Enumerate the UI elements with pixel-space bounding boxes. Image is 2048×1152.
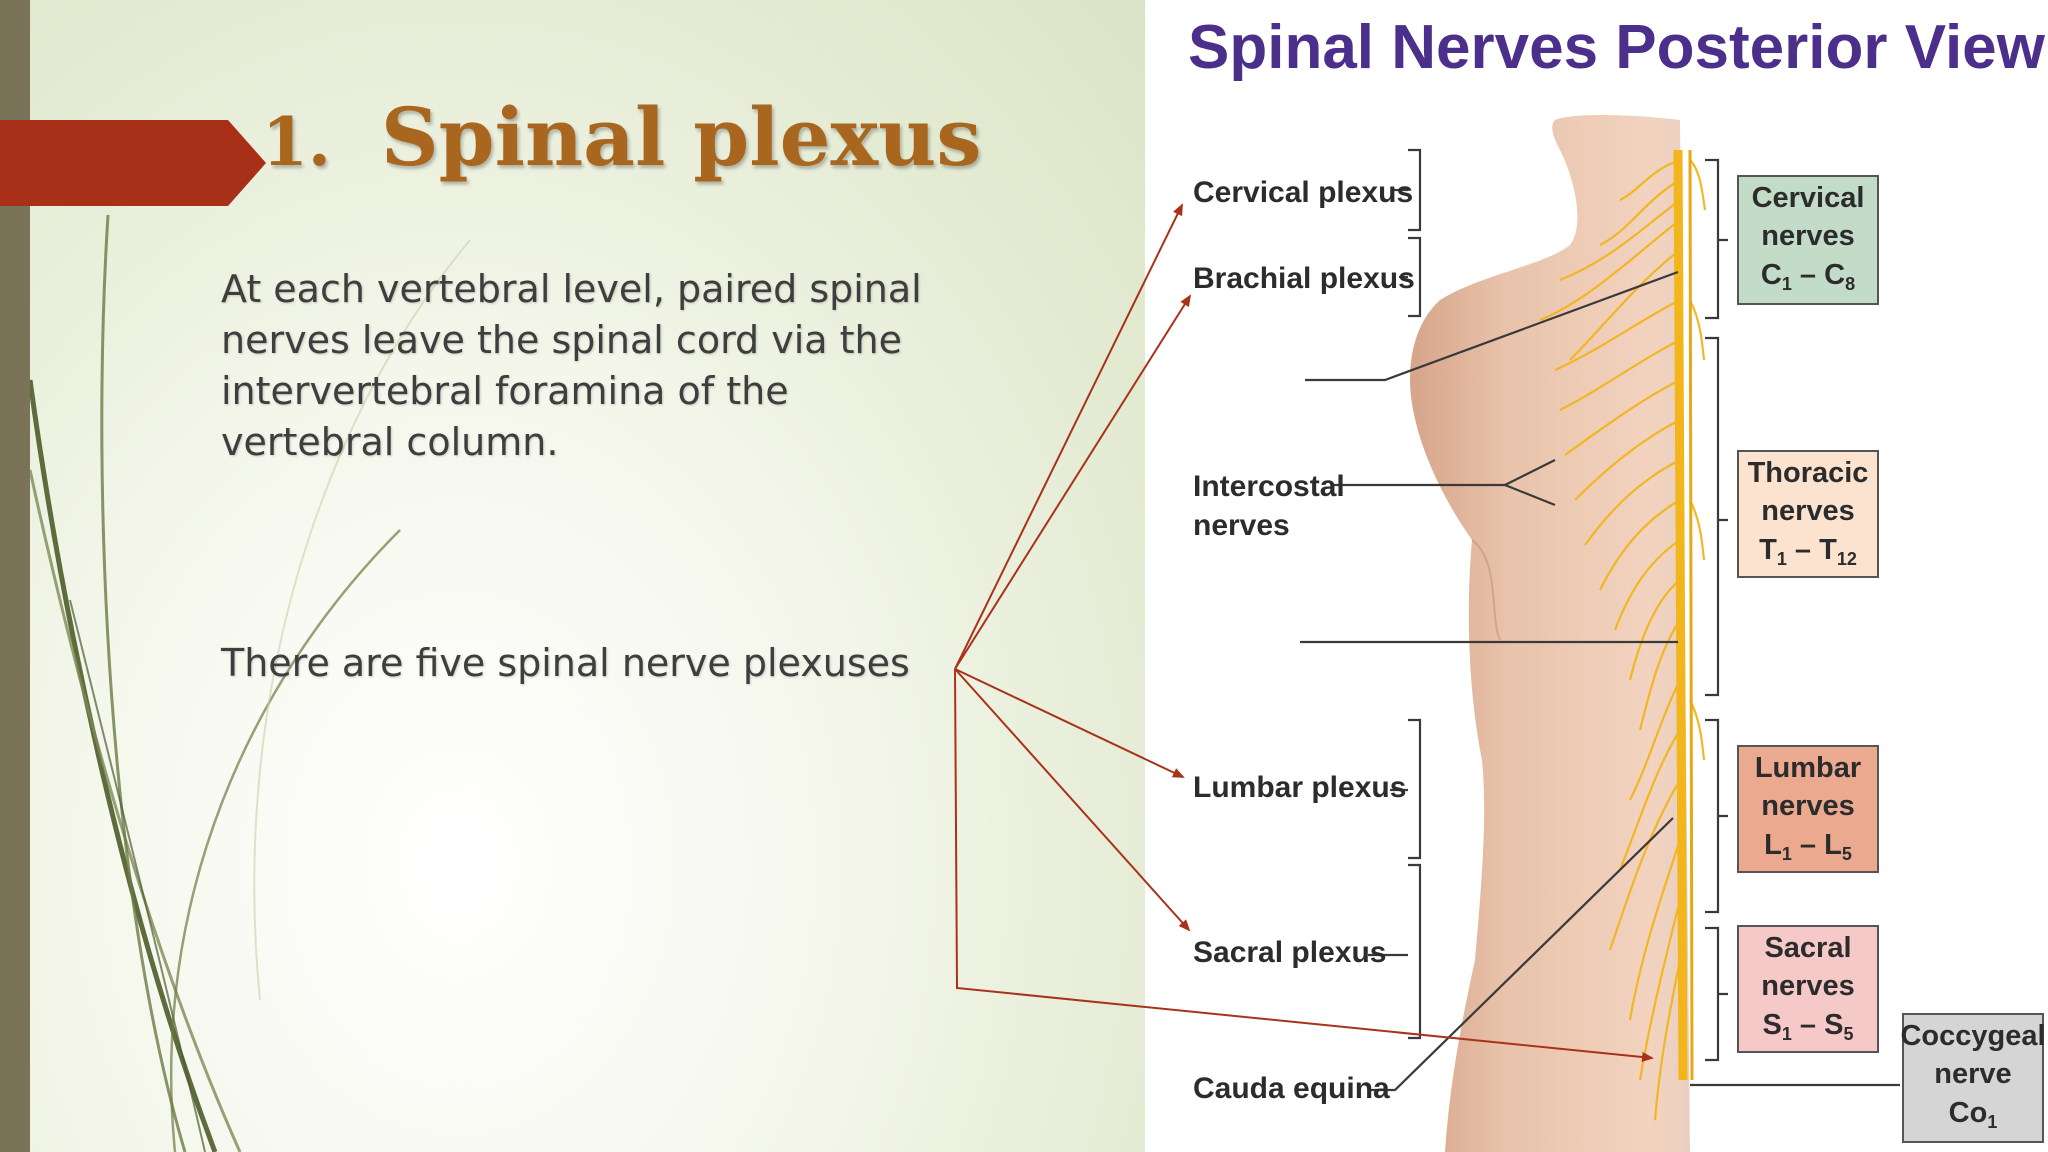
- sacral-box-line1: Sacral: [1764, 932, 1851, 964]
- sacral-box-line2: nerves: [1761, 970, 1855, 1002]
- thoracic-box-range: T1 – T12: [1759, 534, 1857, 569]
- lumbar-box-range: L1 – L5: [1764, 829, 1852, 864]
- title-text: Spinal plexus: [380, 90, 982, 184]
- lumbar-nerves-box: Lumbar nerves L1 – L5: [1737, 745, 1879, 873]
- sacral-box-range: S1 – S5: [1763, 1009, 1854, 1044]
- diagram-svg: Spinal Nerves Posterior View Cervical pl…: [1188, 13, 2046, 1152]
- coccygeal-box-line2: nerve: [1934, 1058, 2011, 1090]
- paragraph-five-plexuses: There are five spinal nerve plexuses: [221, 641, 910, 685]
- decorative-curves: [27, 214, 471, 1152]
- spinal-cord: [1673, 149, 1688, 1081]
- sacral-nerves-box: Sacral nerves S1 – S5: [1737, 925, 1879, 1053]
- thoracic-box-line2: nerves: [1761, 495, 1855, 527]
- label-intercostal: Intercostal: [1193, 470, 1345, 503]
- cervical-box-line1: Cervical: [1752, 182, 1865, 214]
- label-sacral-plexus: Sacral plexus: [1193, 936, 1386, 969]
- paragraph-vertebral-level: At each vertebral level, paired spinal n…: [221, 267, 922, 464]
- label-intercostal-nerves: nerves: [1193, 509, 1290, 542]
- label-brachial-plexus: Brachial plexus: [1193, 262, 1415, 295]
- spinal-nerves-diagram: Spinal Nerves Posterior View Cervical pl…: [1145, 0, 2048, 1152]
- coccygeal-box-line1: Coccygeal: [1900, 1020, 2045, 1052]
- cervical-box-range: C1 – C8: [1761, 259, 1855, 294]
- coccygeal-nerve-box: Coccygeal nerve Co1: [1900, 1013, 2046, 1143]
- label-lumbar-plexus: Lumbar plexus: [1193, 771, 1406, 804]
- label-cauda-equina: Cauda equina: [1193, 1072, 1390, 1105]
- back-silhouette: [1410, 115, 1690, 1152]
- thoracic-nerves-box: Thoracic nerves T1 – T12: [1737, 450, 1879, 578]
- cervical-box-line2: nerves: [1761, 220, 1855, 252]
- lumbar-box-line1: Lumbar: [1755, 752, 1861, 784]
- slide-title: 1. Spinal plexus: [262, 90, 981, 184]
- cervical-nerves-box: Cervical nerves C1 – C8: [1737, 175, 1879, 305]
- title-number: 1.: [262, 103, 331, 181]
- label-cervical-plexus: Cervical plexus: [1193, 176, 1413, 209]
- coccygeal-box-range: Co1: [1949, 1097, 1998, 1132]
- diagram-title: Spinal Nerves Posterior View: [1188, 13, 2046, 82]
- lumbar-box-line2: nerves: [1761, 790, 1855, 822]
- thoracic-box-line1: Thoracic: [1748, 457, 1869, 489]
- title-arrow-icon: [0, 120, 266, 206]
